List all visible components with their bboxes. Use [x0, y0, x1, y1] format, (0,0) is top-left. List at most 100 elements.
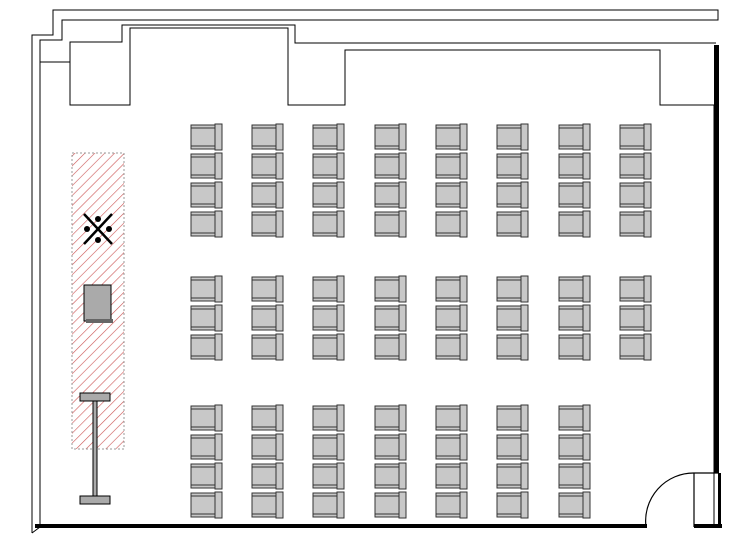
seat	[435, 433, 468, 461]
seat	[251, 404, 284, 432]
seat	[558, 404, 591, 432]
seat	[496, 210, 529, 238]
seating-area	[190, 123, 652, 519]
seat	[558, 304, 591, 332]
seat	[374, 304, 407, 332]
seat	[312, 304, 345, 332]
seat	[251, 304, 284, 332]
seat	[496, 333, 529, 361]
seat	[374, 333, 407, 361]
seat	[312, 433, 345, 461]
seat	[312, 123, 345, 151]
seat	[496, 404, 529, 432]
seat	[496, 433, 529, 461]
seat	[251, 462, 284, 490]
seat	[496, 181, 529, 209]
seat	[435, 210, 468, 238]
seat	[496, 152, 529, 180]
seat	[251, 491, 284, 519]
door	[645, 472, 718, 528]
seat	[190, 304, 223, 332]
seat	[496, 275, 529, 303]
lectern	[83, 284, 112, 322]
seat	[558, 333, 591, 361]
seat	[374, 462, 407, 490]
bottom-wall	[35, 524, 647, 528]
seat	[374, 123, 407, 151]
seat	[619, 275, 652, 303]
right-wall-lower	[718, 473, 721, 528]
seat	[558, 123, 591, 151]
seat	[312, 210, 345, 238]
projector-screen-stand	[79, 392, 111, 505]
inner-wall-line	[40, 24, 716, 63]
seat	[374, 275, 407, 303]
seat	[619, 333, 652, 361]
front-block	[190, 123, 652, 238]
seat	[190, 333, 223, 361]
seat	[312, 181, 345, 209]
seat	[374, 491, 407, 519]
seat	[435, 333, 468, 361]
seat	[435, 275, 468, 303]
thick-walls	[35, 45, 722, 528]
seat	[312, 404, 345, 432]
seat	[190, 491, 223, 519]
seat	[190, 210, 223, 238]
seat	[374, 152, 407, 180]
seat	[435, 404, 468, 432]
seat	[435, 123, 468, 151]
seat	[435, 462, 468, 490]
seat	[435, 152, 468, 180]
seat	[558, 433, 591, 461]
seat	[190, 152, 223, 180]
seat	[558, 152, 591, 180]
seat	[190, 433, 223, 461]
seat	[435, 491, 468, 519]
seat	[251, 210, 284, 238]
seat	[312, 462, 345, 490]
column-niche-left	[69, 27, 714, 106]
seat	[251, 333, 284, 361]
seat	[435, 304, 468, 332]
seat	[251, 433, 284, 461]
back-block	[190, 404, 591, 519]
seat	[251, 275, 284, 303]
seat	[251, 152, 284, 180]
seat	[558, 491, 591, 519]
seat	[190, 123, 223, 151]
seat	[619, 304, 652, 332]
seat	[496, 304, 529, 332]
bottom-right-wall	[694, 524, 722, 528]
seat	[374, 181, 407, 209]
door-swing-arc	[645, 472, 695, 528]
seat	[312, 152, 345, 180]
seat	[619, 152, 652, 180]
seat	[558, 275, 591, 303]
seat	[312, 333, 345, 361]
lectern-shadow	[86, 319, 113, 323]
seat	[435, 181, 468, 209]
seat	[374, 210, 407, 238]
seat	[374, 433, 407, 461]
seat	[374, 404, 407, 432]
seat	[619, 181, 652, 209]
seat	[251, 181, 284, 209]
seat	[312, 275, 345, 303]
seat	[312, 491, 345, 519]
seat	[619, 123, 652, 151]
right-wall	[714, 45, 719, 473]
seat	[496, 491, 529, 519]
stage-area	[71, 152, 125, 505]
seat	[190, 462, 223, 490]
seat	[619, 210, 652, 238]
seat	[190, 181, 223, 209]
seat	[558, 210, 591, 238]
seat	[558, 462, 591, 490]
presenter-station-icon	[83, 213, 113, 245]
seat	[558, 181, 591, 209]
seat	[190, 275, 223, 303]
outer-wall-line	[31, 9, 719, 534]
seat	[496, 123, 529, 151]
